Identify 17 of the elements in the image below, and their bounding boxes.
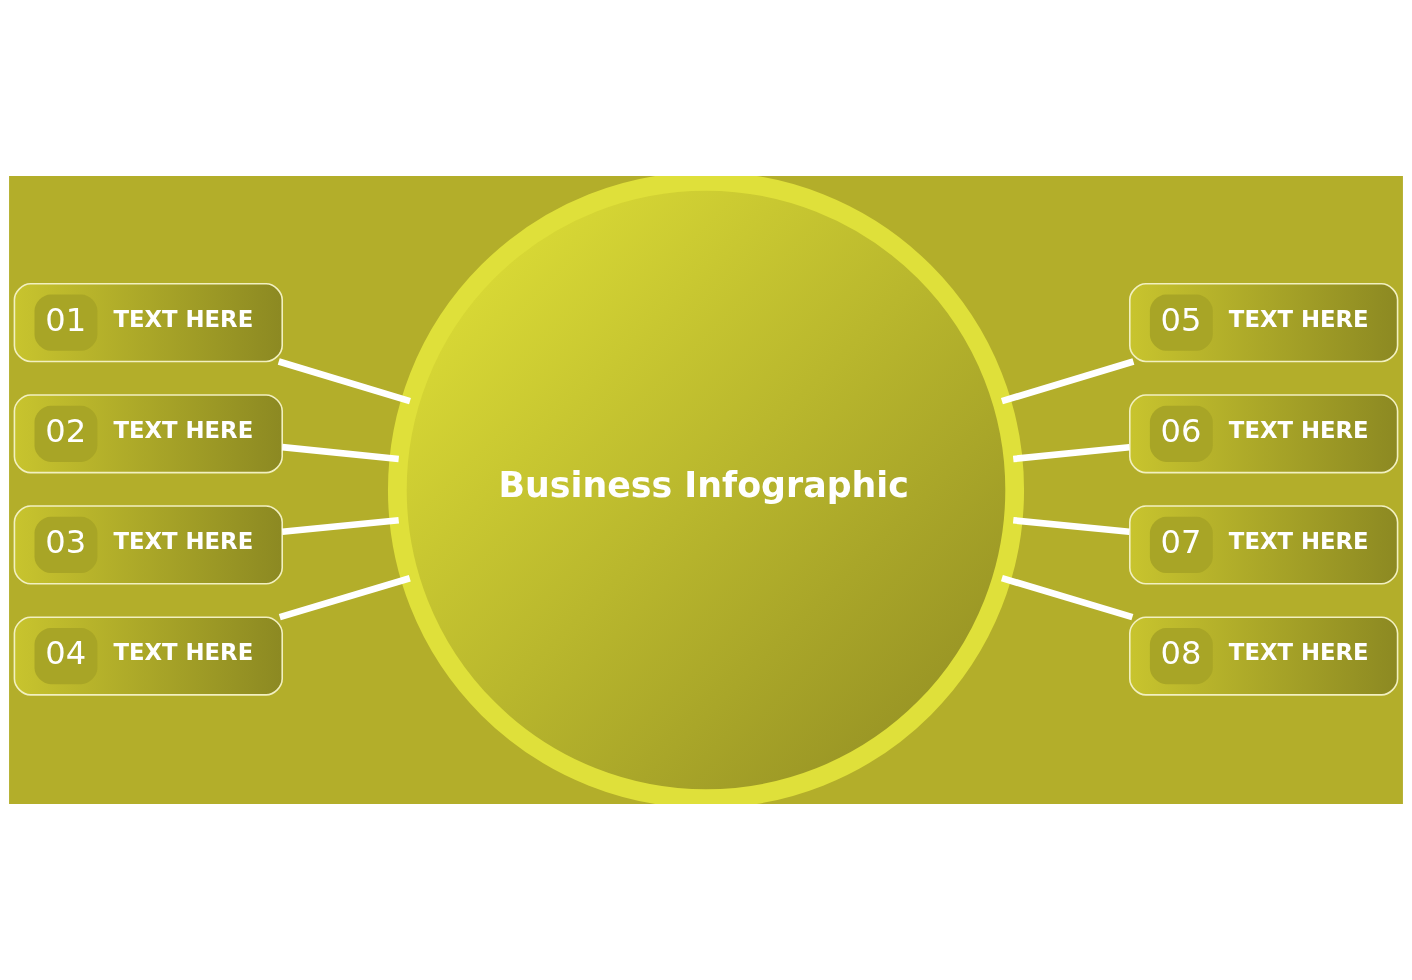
- node-box: 02 TEXT HERE: [13, 394, 283, 474]
- connector: [277, 358, 411, 405]
- node-box: 03 TEXT HERE: [13, 505, 283, 585]
- connector: [1012, 443, 1130, 463]
- node-box: 04 TEXT HERE: [13, 616, 283, 696]
- node-box: 06 TEXT HERE: [1129, 394, 1399, 474]
- node-circle: Business Infographic: [387, 176, 1025, 804]
- connector: [1000, 358, 1135, 405]
- node-box: 08 TEXT HERE: [1129, 616, 1399, 696]
- node-box: 01 TEXT HERE: [13, 283, 283, 363]
- connector: [281, 516, 399, 536]
- connector: [1000, 574, 1134, 621]
- connector: [278, 575, 411, 621]
- node-box: 05 TEXT HERE: [1129, 283, 1399, 363]
- connector: [281, 443, 400, 463]
- connector: [1012, 516, 1130, 536]
- node-box: 07 TEXT HERE: [1129, 505, 1399, 585]
